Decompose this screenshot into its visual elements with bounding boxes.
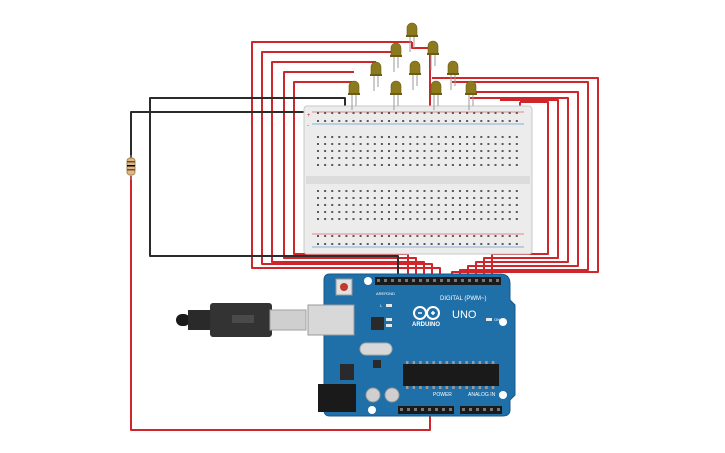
power-jack bbox=[318, 384, 356, 412]
led[interactable] bbox=[409, 60, 421, 90]
arduino-logo-icon bbox=[413, 306, 440, 320]
wire-red-11[interactable] bbox=[491, 101, 549, 280]
arduino-uno[interactable]: DIGITAL (PWM~) AREF GND L TX RX ON ARDUI… bbox=[307, 273, 516, 417]
power-label: POWER bbox=[433, 392, 452, 398]
led[interactable] bbox=[348, 80, 360, 110]
led[interactable] bbox=[465, 80, 477, 110]
analog-label: ANALOG IN bbox=[468, 392, 496, 398]
wire-red-7[interactable] bbox=[452, 81, 589, 280]
resistor[interactable] bbox=[126, 155, 136, 180]
led[interactable] bbox=[390, 42, 402, 72]
breadboard-holes bbox=[317, 112, 518, 245]
atmega-chip bbox=[403, 364, 499, 386]
l-led-label: L bbox=[380, 303, 383, 308]
digital-header bbox=[375, 277, 501, 285]
voltage-regulator bbox=[340, 364, 354, 380]
wire-red-4[interactable] bbox=[283, 71, 417, 280]
on-label: ON bbox=[494, 317, 500, 322]
wire-red-2[interactable] bbox=[261, 51, 433, 280]
led[interactable] bbox=[370, 61, 382, 91]
analog-header bbox=[460, 406, 502, 414]
leds bbox=[348, 22, 477, 110]
breadboard: + - bbox=[303, 105, 533, 255]
led[interactable] bbox=[430, 80, 442, 110]
wire-red-resistor[interactable] bbox=[130, 176, 431, 431]
led[interactable] bbox=[406, 22, 418, 52]
wire-red-9[interactable] bbox=[470, 97, 569, 280]
wire-red-12[interactable] bbox=[411, 42, 431, 110]
wire-red-3[interactable] bbox=[271, 61, 425, 280]
usb-cable[interactable] bbox=[176, 303, 307, 337]
crystal bbox=[359, 342, 393, 356]
aref-label: AREF bbox=[376, 291, 387, 296]
led[interactable] bbox=[447, 60, 459, 90]
wire-black-1[interactable] bbox=[149, 97, 399, 280]
wire-red-8[interactable] bbox=[467, 91, 579, 280]
gnd-label: GND bbox=[386, 291, 395, 296]
usb-jack bbox=[307, 304, 355, 336]
rail-plus-label: + bbox=[307, 113, 311, 119]
wire-red-10[interactable] bbox=[483, 99, 559, 280]
power-header bbox=[398, 406, 454, 414]
model-label: UNO bbox=[452, 309, 477, 321]
usb-chip bbox=[371, 317, 384, 330]
wire-black-2[interactable] bbox=[130, 111, 320, 160]
rail-minus-label: - bbox=[307, 123, 309, 129]
led[interactable] bbox=[427, 40, 439, 70]
led[interactable] bbox=[390, 80, 402, 110]
wire-red-1[interactable] bbox=[251, 41, 441, 280]
digital-header-label: DIGITAL (PWM~) bbox=[440, 296, 487, 302]
wire-red-5[interactable] bbox=[293, 81, 409, 280]
brand-label: ARDUINO bbox=[412, 322, 440, 328]
capacitor bbox=[365, 387, 381, 403]
capacitor bbox=[384, 387, 400, 403]
